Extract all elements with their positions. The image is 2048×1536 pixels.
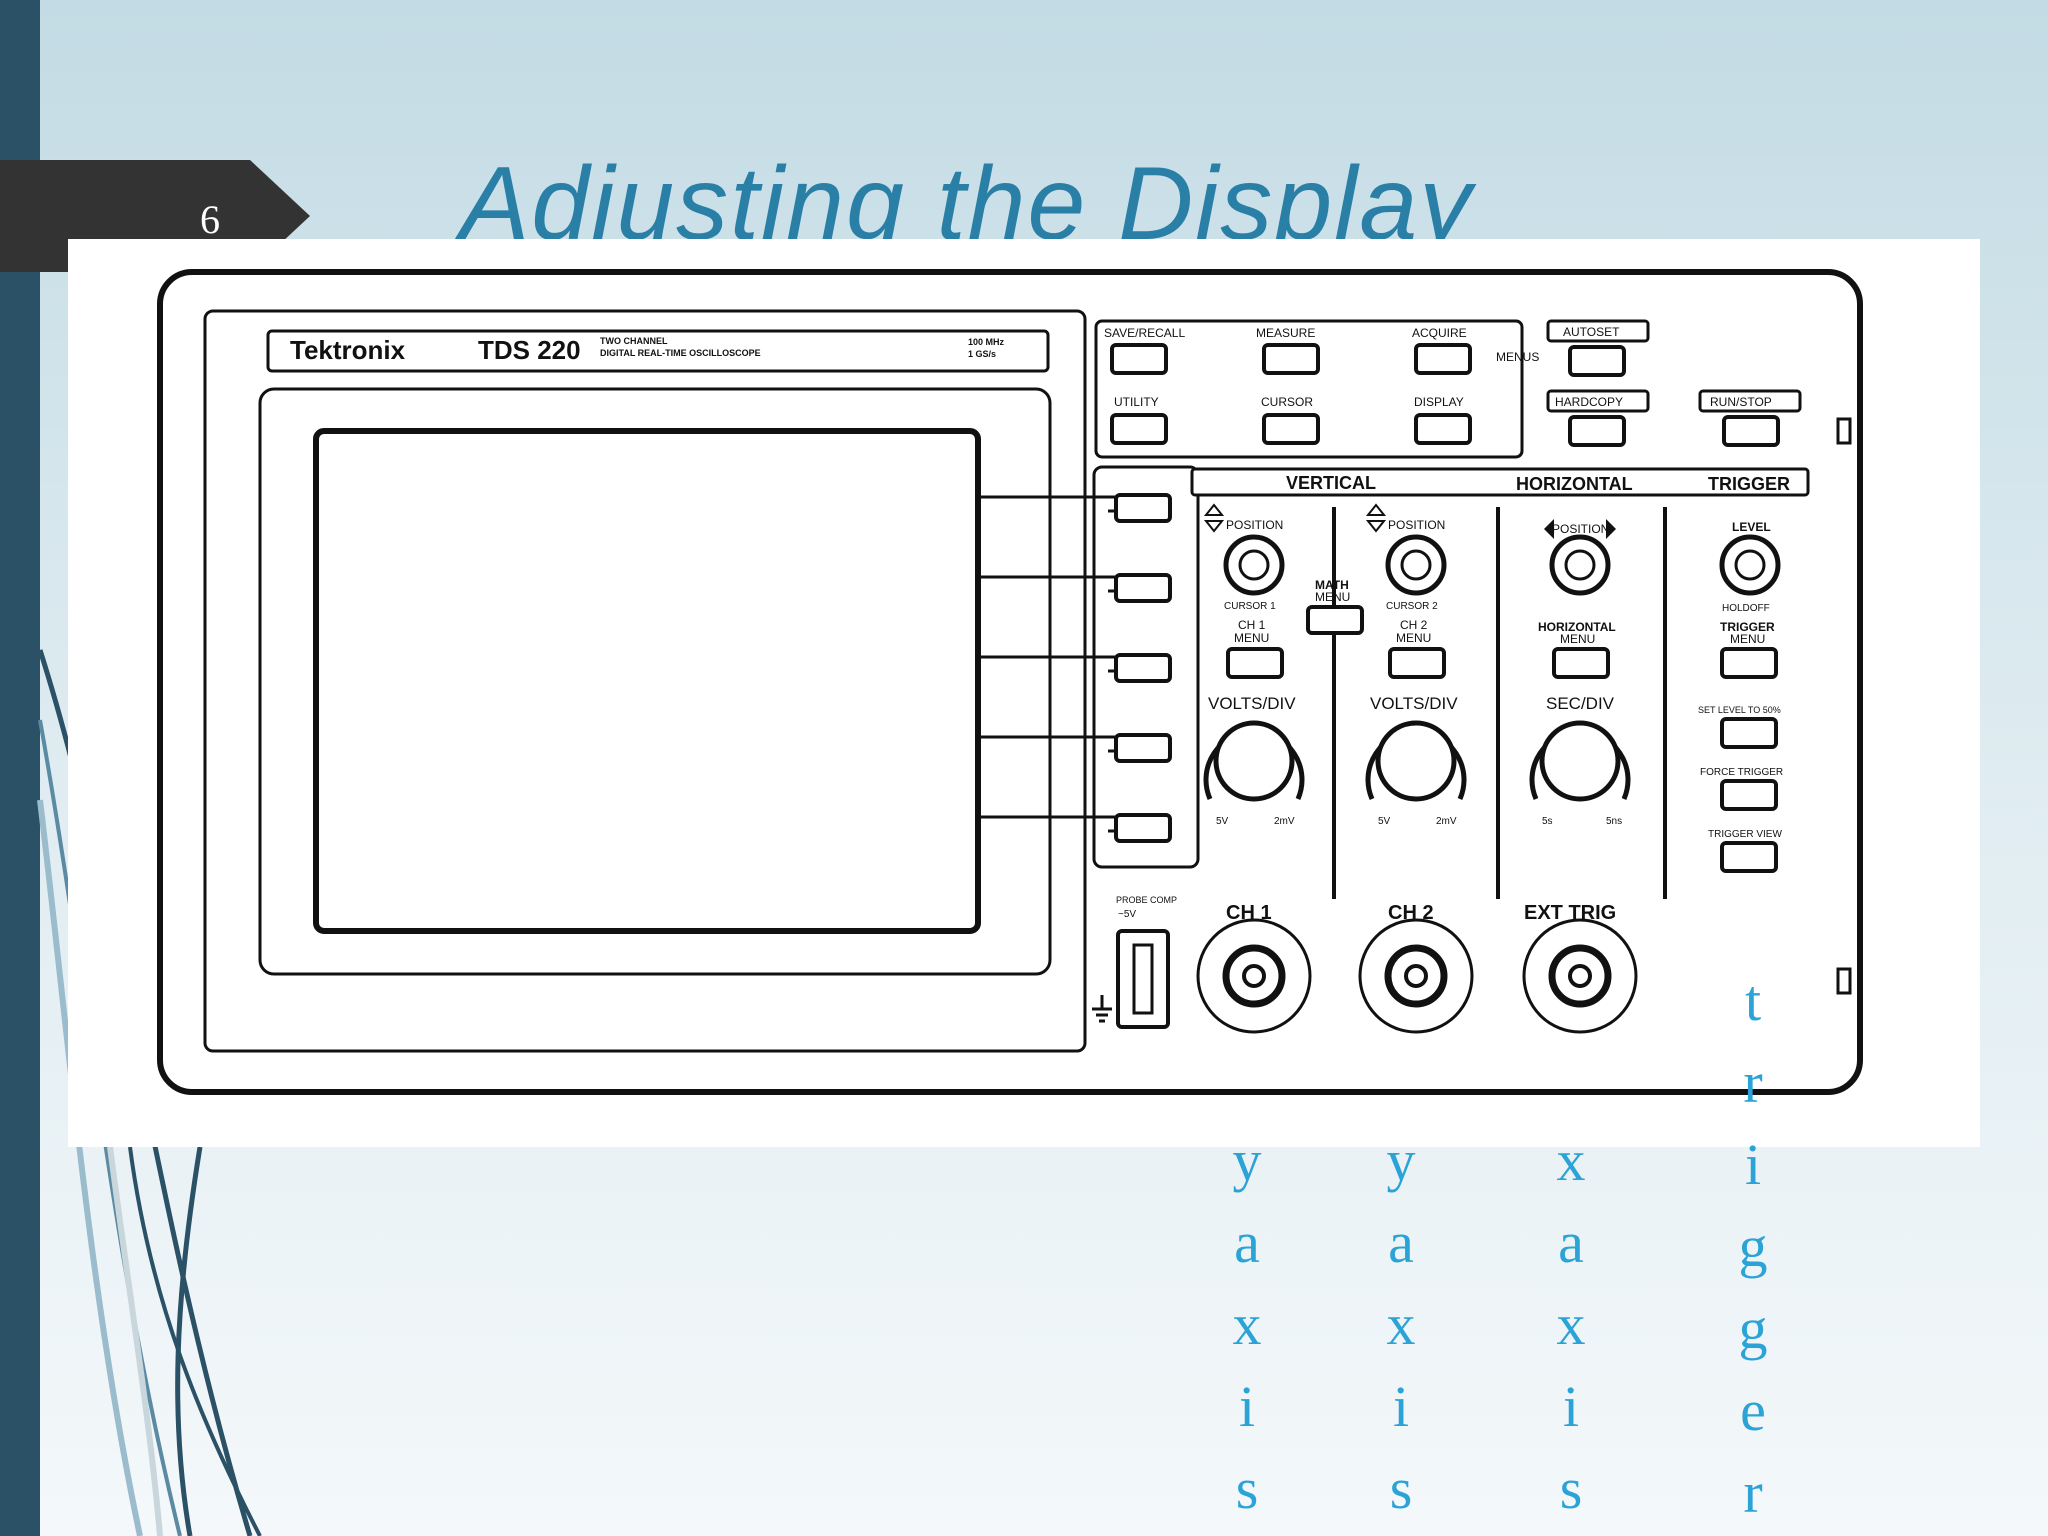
math-menu-line2: MENU	[1315, 590, 1350, 604]
save-recall-label: SAVE/RECALL	[1104, 326, 1185, 340]
ch2-menu-line2: MENU	[1396, 631, 1431, 645]
oscilloscope-front-panel: Tektronix TDS 220 TWO CHANNEL DIGITAL RE…	[157, 269, 1863, 1095]
trigger-menu-line2: MENU	[1730, 632, 1765, 646]
ch1-cursor-label: CURSOR 1	[1224, 601, 1276, 612]
acquire-button[interactable]	[1414, 343, 1472, 375]
measure-label: MEASURE	[1256, 326, 1315, 340]
ch1-menu-line2: MENU	[1234, 631, 1269, 645]
menus-label: MENUS	[1496, 350, 1539, 364]
ch2-input-label: CH 2	[1388, 902, 1434, 924]
hardcopy-button[interactable]	[1568, 415, 1626, 447]
option-button-4[interactable]	[1114, 733, 1172, 763]
option-button-3[interactable]	[1114, 653, 1172, 683]
ch2-position-label: POSITION	[1388, 518, 1445, 532]
ext-trig-bnc-connector[interactable]	[1522, 918, 1638, 1034]
autoset-label: AUTOSET	[1563, 325, 1620, 339]
run-stop-button[interactable]	[1722, 415, 1780, 447]
ch2-bnc-connector[interactable]	[1358, 918, 1474, 1034]
horizontal-menu-button[interactable]	[1552, 647, 1610, 679]
display-label: DISPLAY	[1414, 395, 1464, 409]
option-button-1[interactable]	[1114, 493, 1172, 523]
cursor-button[interactable]	[1262, 413, 1320, 445]
sec-div-min: 5s	[1542, 816, 1553, 827]
ch2-volts-knob[interactable]	[1365, 720, 1467, 802]
subtitle-line1: TWO CHANNEL	[600, 336, 668, 346]
ch1-menu-button[interactable]	[1226, 647, 1284, 679]
ch1-position-knob[interactable]	[1223, 534, 1285, 596]
option-button-5[interactable]	[1114, 813, 1172, 843]
sec-div-knob[interactable]	[1529, 720, 1631, 802]
utility-button[interactable]	[1110, 413, 1168, 445]
sec-div-max: 5ns	[1606, 816, 1622, 827]
ch1-volts-min: 5V	[1216, 816, 1229, 827]
ch2-volts-min: 5V	[1378, 816, 1391, 827]
ch2-position-knob[interactable]	[1385, 534, 1447, 596]
brand-strip	[266, 329, 1050, 373]
oscilloscope-image: Tektronix TDS 220 TWO CHANNEL DIGITAL RE…	[68, 239, 1980, 1147]
trigger-view-label: TRIGGER VIEW	[1708, 829, 1782, 840]
ext-trig-input-label: EXT TRIG	[1524, 902, 1616, 924]
sec-div-label: SEC/DIV	[1546, 694, 1615, 713]
ch1-volts-label: VOLTS/DIV	[1208, 694, 1296, 713]
set-level-button[interactable]	[1720, 717, 1778, 749]
probe-comp-line2: ~5V	[1118, 909, 1136, 920]
display-button[interactable]	[1414, 413, 1472, 445]
option-buttons	[978, 493, 1172, 843]
model-label: TDS 220	[478, 335, 581, 365]
spec-line1: 100 MHz	[968, 337, 1005, 347]
page-number: 6	[200, 197, 220, 242]
horizontal-menu-line2: MENU	[1560, 632, 1595, 646]
cursor-label: CURSOR	[1261, 395, 1313, 409]
trigger-level-knob[interactable]	[1719, 534, 1781, 596]
display-screen	[313, 428, 981, 934]
ch1-input-label: CH 1	[1226, 902, 1272, 924]
trigger-level-label: LEVEL	[1732, 520, 1771, 534]
option-button-2[interactable]	[1114, 573, 1172, 603]
horizontal-position-label: POSITION	[1552, 522, 1609, 536]
acquire-label: ACQUIRE	[1412, 326, 1467, 340]
autoset-button[interactable]	[1568, 345, 1626, 377]
trigger-menu-button[interactable]	[1720, 647, 1778, 679]
holdoff-label: HOLDOFF	[1722, 603, 1770, 614]
vertical-section-label: VERTICAL	[1286, 473, 1376, 493]
spec-line2: 1 GS/s	[968, 349, 996, 359]
ch2-volts-label: VOLTS/DIV	[1370, 694, 1458, 713]
ch1-menu-line1: CH 1	[1238, 618, 1266, 632]
ch2-menu-line1: CH 2	[1400, 618, 1428, 632]
force-trigger-label: FORCE TRIGGER	[1700, 767, 1783, 778]
hardcopy-label: HARDCOPY	[1555, 395, 1623, 409]
ch2-menu-button[interactable]	[1388, 647, 1446, 679]
section-strip	[1190, 467, 1810, 497]
ch2-volts-max: 2mV	[1436, 816, 1457, 827]
trigger-section-label: TRIGGER	[1708, 474, 1790, 494]
run-stop-label: RUN/STOP	[1710, 395, 1772, 409]
brand-label: Tektronix	[290, 335, 406, 365]
ch1-position-label: POSITION	[1226, 518, 1283, 532]
force-trigger-button[interactable]	[1720, 779, 1778, 811]
horizontal-position-knob[interactable]	[1549, 534, 1611, 596]
ch2-cursor-label: CURSOR 2	[1386, 601, 1438, 612]
ch1-volts-max: 2mV	[1274, 816, 1295, 827]
ground-icon	[1092, 995, 1112, 1023]
measure-button[interactable]	[1262, 343, 1320, 375]
subtitle-line2: DIGITAL REAL-TIME OSCILLOSCOPE	[600, 348, 761, 358]
trigger-menu-line1: TRIGGER	[1720, 620, 1775, 634]
math-menu-button[interactable]	[1306, 605, 1364, 635]
trigger-view-button[interactable]	[1720, 841, 1778, 873]
ch1-bnc-connector[interactable]	[1196, 918, 1312, 1034]
utility-label: UTILITY	[1114, 395, 1159, 409]
horizontal-section-label: HORIZONTAL	[1516, 474, 1633, 494]
save-recall-button[interactable]	[1110, 343, 1168, 375]
set-level-label: SET LEVEL TO 50%	[1698, 705, 1781, 715]
probe-comp-line1: PROBE COMP	[1116, 895, 1177, 905]
horizontal-menu-line1: HORIZONTAL	[1538, 620, 1616, 634]
ch1-volts-knob[interactable]	[1203, 720, 1305, 802]
math-menu-line1: MATH	[1315, 578, 1349, 592]
